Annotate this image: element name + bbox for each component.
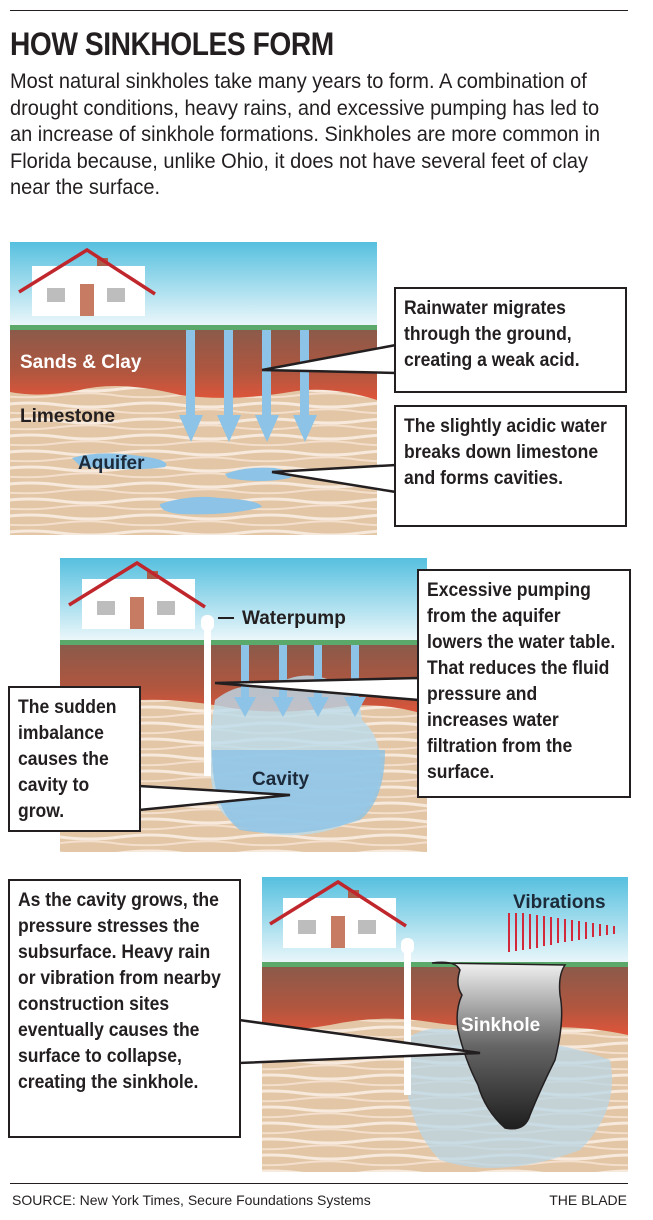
- callout-collapse: As the cavity grows, the pressure stress…: [8, 879, 241, 1138]
- intro-paragraph: Most natural sinkholes take many years t…: [10, 69, 601, 199]
- rainwater-arrows: [179, 330, 317, 442]
- label-vibrations: Vibrations: [513, 892, 606, 913]
- label-waterpump: Waterpump: [242, 608, 346, 629]
- label-limestone: Limestone: [20, 406, 115, 427]
- callout-text: As the cavity grows, the pressure stress…: [18, 889, 221, 1093]
- sinkhole-shape: [431, 961, 567, 1130]
- waterpump-pipe: [204, 624, 211, 776]
- label-sands-clay: Sands & Clay: [20, 352, 142, 373]
- panel-1-rainwater: Sands & Clay Limestone Aquifer: [10, 242, 398, 535]
- label-sinkhole: Sinkhole: [461, 1015, 540, 1036]
- publication-credit: THE BLADE: [549, 1192, 627, 1208]
- page-title: HOW SINKHOLES FORM: [10, 26, 334, 62]
- label-cavity: Cavity: [252, 769, 309, 790]
- callout-text: Excessive pumping from the aquifer lower…: [427, 579, 616, 783]
- callout-imbalance: The sudden imbalance causes the cavity t…: [8, 686, 141, 832]
- callout-text: Rainwater migrates through the ground, c…: [404, 297, 580, 371]
- vibration-lines-icon: [508, 913, 615, 952]
- callout-text: The sudden imbalance causes the cavity t…: [18, 696, 117, 822]
- callout-rainwater: Rainwater migrates through the ground, c…: [394, 287, 627, 393]
- source-credit: SOURCE: New York Times, Secure Foundatio…: [12, 1192, 371, 1208]
- panel-3-collapse: Vibrations Sinkhole: [237, 877, 628, 1172]
- label-aquifer: Aquifer: [78, 453, 145, 474]
- callout-excessive-pumping: Excessive pumping from the aquifer lower…: [417, 569, 631, 798]
- footer-rule: [10, 1183, 628, 1184]
- callout-acidic-water: The slightly acidic water breaks down li…: [394, 405, 627, 527]
- callout-text: The slightly acidic water breaks down li…: [404, 415, 607, 489]
- top-rule: [10, 10, 628, 11]
